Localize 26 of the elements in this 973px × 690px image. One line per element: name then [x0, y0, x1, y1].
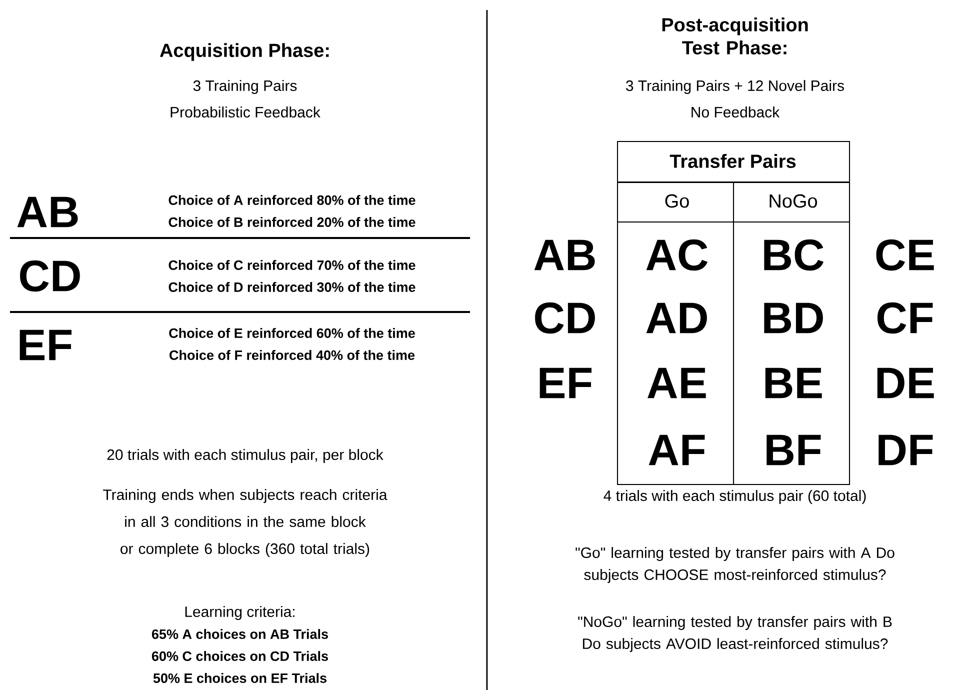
text-line: 60% C choices on CD Trials [152, 651, 328, 661]
text-line: "NoGo" learning tested by transfer pairs with B Do subjects AVOID least-reinforced stimulus? [578, 616, 892, 652]
table-column: Go AC AD AE AF [616, 182, 734, 485]
text-line: 3 Training Pairs [193, 80, 297, 94]
pair-label: CD [20, 260, 80, 292]
text-line: 50% E choices on EF Trials [153, 673, 326, 683]
text-line: Choice of C reinforced 70% of the time [168, 260, 416, 270]
table-column: NoGo BC BD BE BF [732, 182, 850, 485]
text-line: 20 trials with each stimulus pair, per block [107, 449, 384, 463]
pair-label: AB [17, 196, 78, 228]
text-line: Choice of E reinforced 60% of the time [169, 328, 415, 338]
text-line: Training ends when subjects reach criteria in all 3 conditions in the same block or complete 6 blocks (360 total trials) [103, 489, 388, 557]
heading: Acquisition Phase: [160, 43, 329, 61]
text-line: Choice of D reinforced 30% of the time [168, 282, 416, 292]
text-line: Choice of F reinforced 40% of the time [170, 350, 415, 360]
text-line: 4 trials with each stimulus pair (60 total) [604, 490, 866, 504]
heading: Post-acquisition Test Phase: [662, 18, 808, 54]
text-line: "Go" learning tested by transfer pairs with A Do subjects CHOOSE most-reinforced stimulus? [576, 547, 894, 583]
text-line: Choice of A reinforced 80% of the time [168, 195, 416, 205]
text-line: 3 Training Pairs + 12 Novel Pairs [626, 80, 844, 94]
text-line: Probabilistic Feedback [170, 106, 320, 118]
text-line: 65% A choices on AB Trials [152, 629, 328, 639]
text-line: No Feedback [692, 106, 780, 118]
text-line: Learning criteria: [185, 606, 294, 620]
pair-label: EF [20, 330, 72, 360]
text-line: Choice of B reinforced 20% of the time [168, 217, 416, 227]
